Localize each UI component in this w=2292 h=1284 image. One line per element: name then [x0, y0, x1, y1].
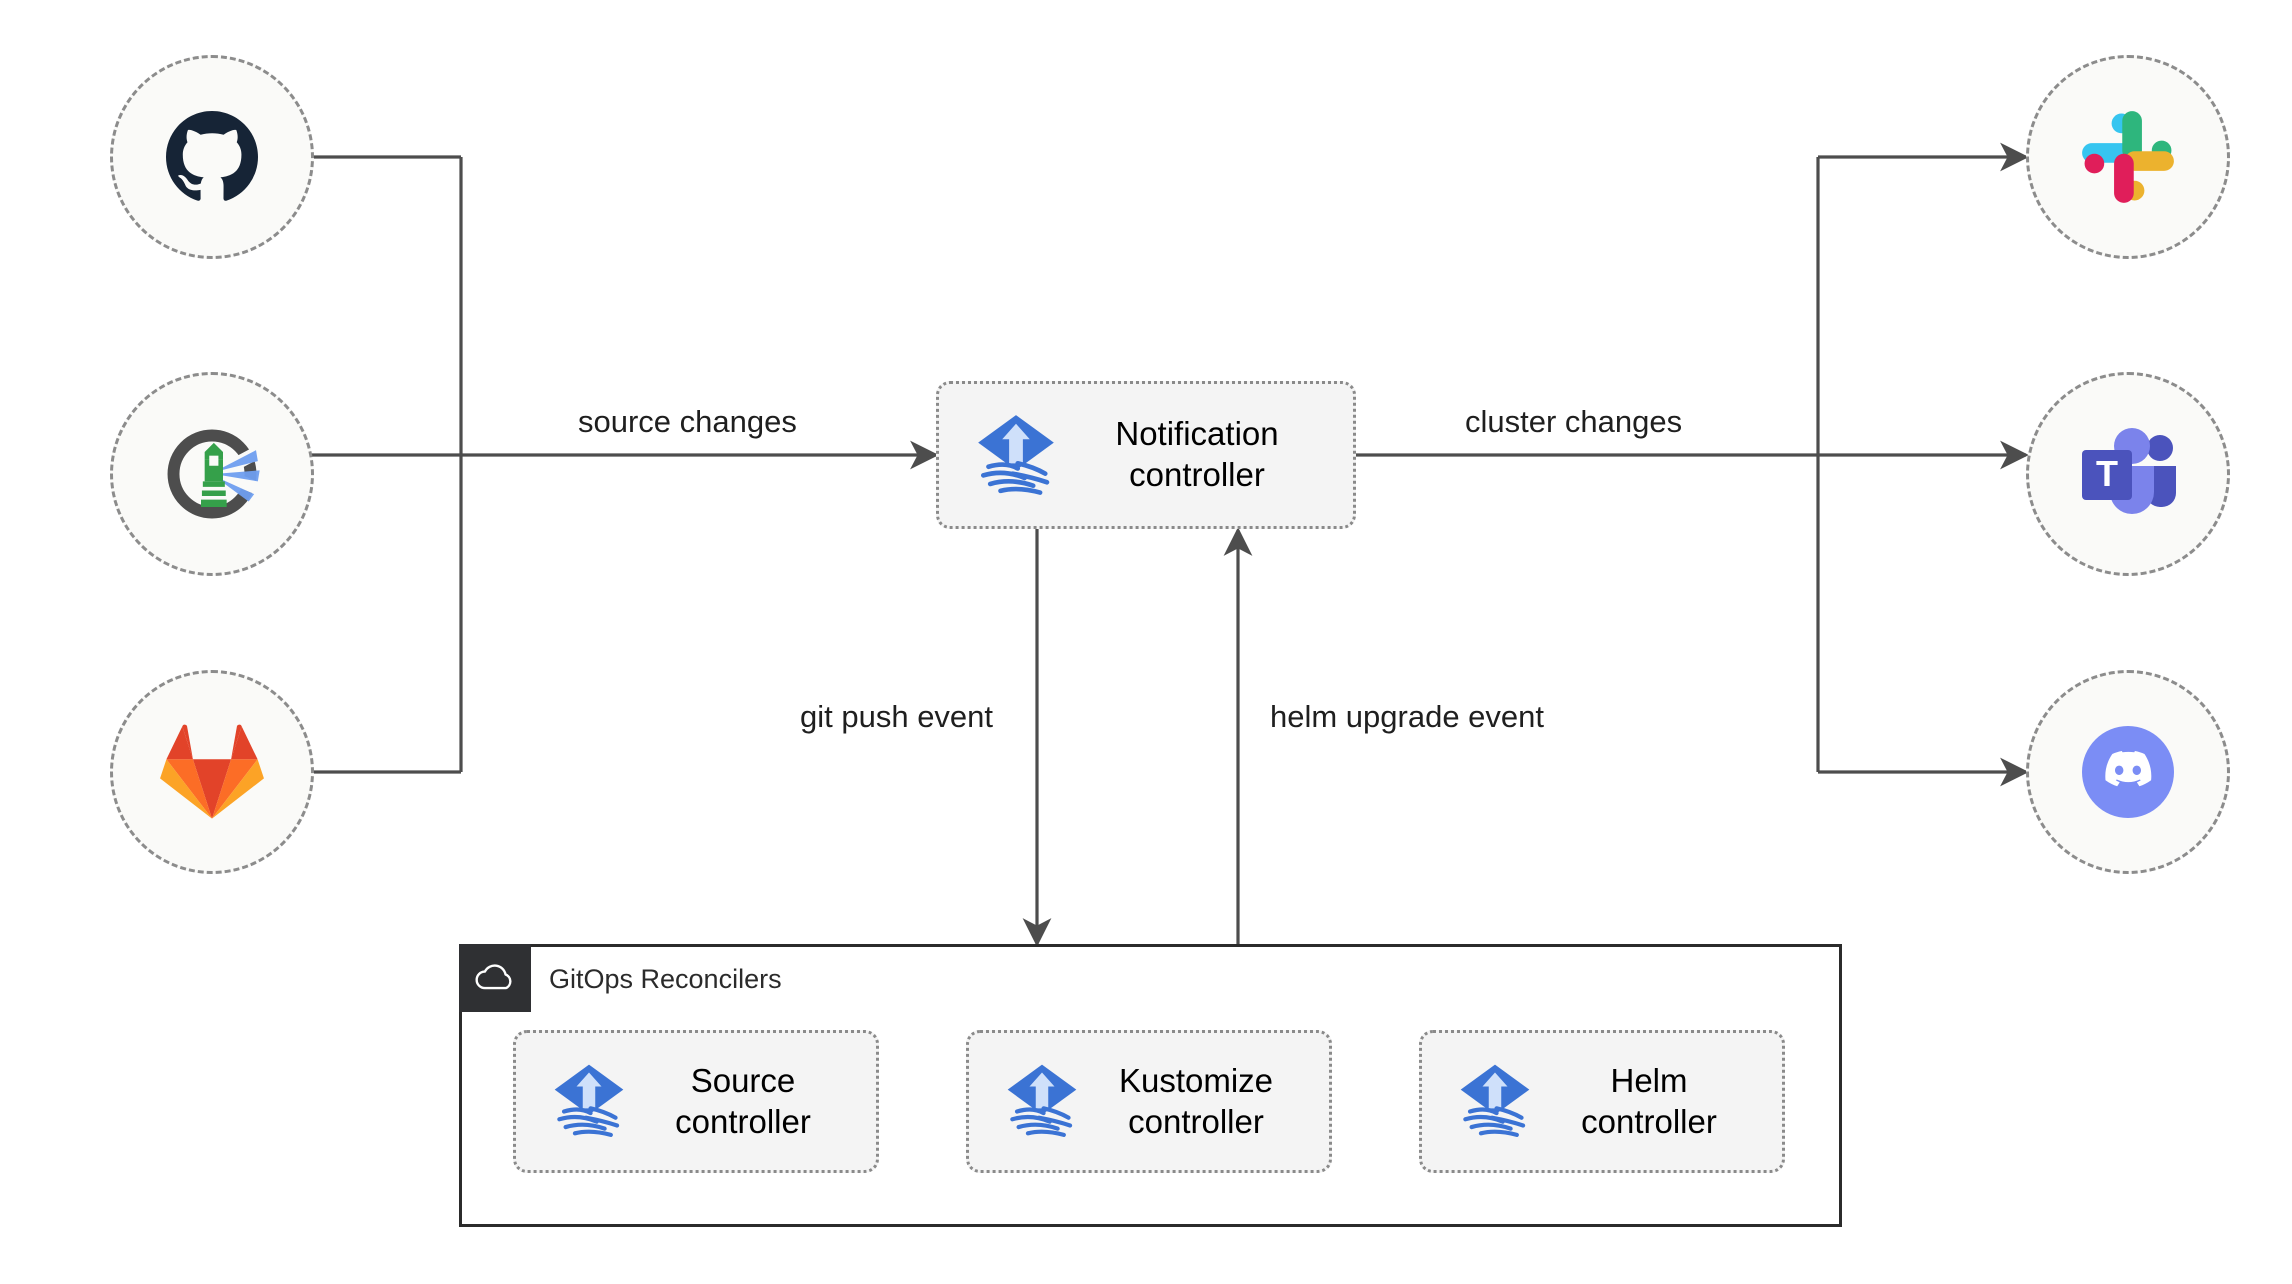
source-node-flux[interactable] [110, 372, 314, 576]
flux-controller-icon [550, 1060, 628, 1143]
flux-controller-icon [1003, 1060, 1081, 1143]
gitops-group-tab [459, 944, 531, 1012]
reconciler-node-kustomize[interactable]: Kustomize controller [966, 1030, 1332, 1173]
svg-text:T: T [2096, 453, 2118, 494]
reconciler-node-helm[interactable]: Helm controller [1419, 1030, 1785, 1173]
reconciler-node-source[interactable]: Source controller [513, 1030, 879, 1173]
source-node-gitlab[interactable] [110, 670, 314, 874]
reconciler-label-source: Source controller [675, 1061, 811, 1140]
source-node-github[interactable] [110, 55, 314, 259]
destination-node-slack[interactable] [2026, 55, 2230, 259]
flux-controller-icon [1456, 1060, 1534, 1143]
reconciler-label-kustomize: Kustomize controller [1118, 1061, 1274, 1140]
edge-label-source-changes: source changes [578, 404, 797, 439]
flux-controller-icon [973, 410, 1059, 501]
gitops-group-title: GitOps Reconcilers [549, 964, 782, 994]
reconciler-label-helm: Helm controller [1581, 1061, 1717, 1140]
edge-label-git-push-event: git push event [800, 699, 994, 734]
gitlab-icon [160, 724, 264, 819]
notification-controller-label: Notification controller [1115, 415, 1279, 493]
cloud-icon [475, 964, 512, 990]
github-icon [166, 111, 258, 201]
destination-node-discord[interactable] [2026, 670, 2230, 874]
slack-icon [2082, 111, 2174, 203]
notification-controller-node[interactable]: Notification controller [936, 381, 1356, 529]
edge-label-helm-upgrade-event: helm upgrade event [1270, 699, 1545, 734]
edge-label-cluster-changes: cluster changes [1465, 404, 1683, 439]
flux-lighthouse-icon [167, 429, 264, 519]
microsoft-teams-icon: T [2082, 428, 2176, 514]
destination-node-teams[interactable]: T [2026, 372, 2230, 576]
discord-icon [2082, 726, 2174, 818]
